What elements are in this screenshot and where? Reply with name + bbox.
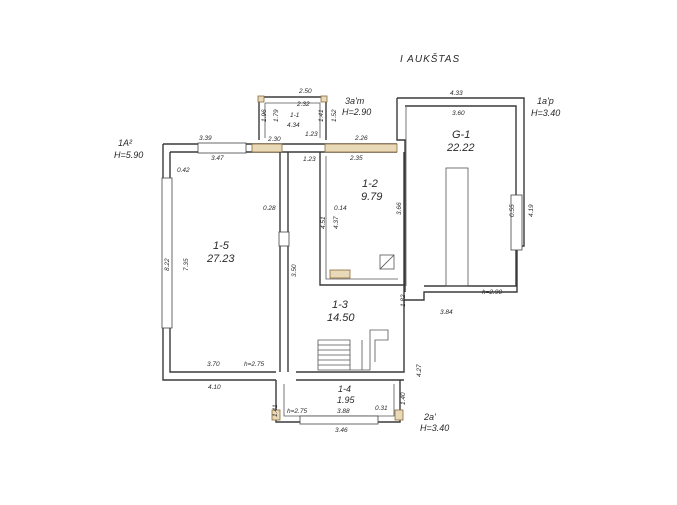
door-1-5	[278, 231, 290, 247]
garage-pit	[445, 167, 469, 287]
dim-annex-r2: 1.41	[318, 109, 325, 122]
dim-1-2-top: 2.26	[354, 135, 368, 142]
room-1-3-area: 14.50	[327, 312, 355, 324]
dim-main-h: h=2.75	[244, 361, 264, 368]
room-1-5-id: 1-5	[213, 240, 230, 252]
interior-walls	[278, 152, 404, 372]
dim-main-top: 3.39	[199, 135, 212, 142]
dim-garage-win: 0.55	[509, 204, 516, 217]
dim-main-in: 3.47	[211, 155, 224, 162]
dim-2a-in: 3.88	[337, 408, 350, 415]
main-walls	[161, 142, 405, 381]
dim-annex-b: 1.23	[305, 131, 318, 138]
room-1-2-area: 9.79	[361, 191, 382, 203]
floor-title: I AUKŠTAS	[400, 52, 460, 65]
lit-3a-height: H=2.90	[342, 107, 371, 117]
room-1-2-vent	[379, 254, 395, 270]
garage-id: G-1	[452, 129, 470, 141]
dim-corr: 1.23	[303, 156, 316, 163]
staircase	[317, 329, 389, 371]
vestibule-corner-left	[271, 409, 281, 421]
dim-main-win: 0.42	[177, 167, 190, 174]
dim-hall-r: 1.82	[400, 294, 407, 307]
dim-main-bot-in: 3.70	[207, 361, 220, 368]
dim-2a-bot: 3.46	[335, 427, 348, 434]
top-wall-segment	[251, 143, 283, 153]
lit-2a-height: H=3.40	[420, 423, 449, 433]
dim-main-left: 8.22	[164, 258, 171, 271]
dim-garage-top: 4.33	[450, 90, 463, 97]
dim-annex-l2: 1.79	[273, 109, 280, 122]
lit-a-height: H=5.90	[114, 150, 143, 160]
room-1-4-id: 1-4	[338, 384, 351, 394]
annex-corner-left	[257, 95, 265, 103]
room-1-2-corner	[329, 269, 351, 279]
lit-3a-label: 3a'm	[345, 96, 365, 106]
room-1-4-area: 1.95	[337, 395, 356, 405]
lit-a-label: 1A²	[118, 138, 133, 148]
dim-annex-r: 1.52	[331, 109, 338, 122]
dim-main-bot: 4.10	[208, 384, 221, 391]
dim-2a-h: h=2.75	[287, 408, 307, 415]
dim-main-wall: 0.28	[263, 205, 276, 212]
dim-2a-w: 0.31	[375, 405, 388, 412]
annex-walls	[257, 95, 328, 140]
top-wall-segment-2	[324, 143, 398, 153]
room-1-1-id: 1-1	[290, 112, 300, 119]
lit-2a-label: 2a'	[423, 412, 436, 422]
room-1-5-area: 27.23	[206, 253, 235, 265]
vestibule-corner-right	[394, 409, 404, 421]
room-1-3-id: 1-3	[332, 299, 349, 311]
dim-1-2-l2: 4.51	[320, 216, 327, 229]
dim-garage-side: 4.19	[528, 204, 535, 217]
room-1-2-id: 1-2	[362, 178, 378, 190]
dim-1-2-in: 2.35	[349, 155, 363, 162]
vestibule-window	[299, 415, 379, 425]
dim-garage-bot: 3.84	[440, 309, 453, 316]
dim-main-left-in: 7.35	[183, 258, 190, 271]
top-window	[197, 142, 247, 154]
dim-annex-top: 2.50	[298, 88, 312, 95]
room-1-1-area: 4.34	[287, 122, 300, 129]
left-window	[161, 177, 173, 329]
dim-1-2-r: 3.66	[396, 202, 403, 215]
dim-garage-h: h=2.90	[482, 289, 502, 296]
dim-garage-in: 3.60	[452, 110, 465, 117]
dim-2a-l: 1.41	[272, 404, 279, 417]
garage-window	[510, 194, 523, 251]
dim-2a-r: 1.40	[400, 392, 407, 405]
annex-corner-right	[320, 95, 328, 103]
dim-1-4-r: 4.27	[416, 364, 423, 377]
dim-annex-in: 2.32	[296, 101, 310, 108]
lit-1a-label: 1a'p	[537, 96, 554, 106]
lit-1a-height: H=3.40	[531, 108, 560, 118]
garage-area: 22.22	[446, 142, 475, 154]
garage-walls	[396, 97, 525, 301]
dim-annex-l: 1.96	[261, 109, 268, 122]
dim-1-2-w: 0.14	[334, 205, 347, 212]
dim-hall-l: 3.50	[291, 264, 298, 277]
vestibule-walls	[271, 380, 404, 425]
dim-1-2-l: 4.37	[333, 216, 340, 229]
dim-annex-b2: 2.30	[267, 136, 281, 143]
